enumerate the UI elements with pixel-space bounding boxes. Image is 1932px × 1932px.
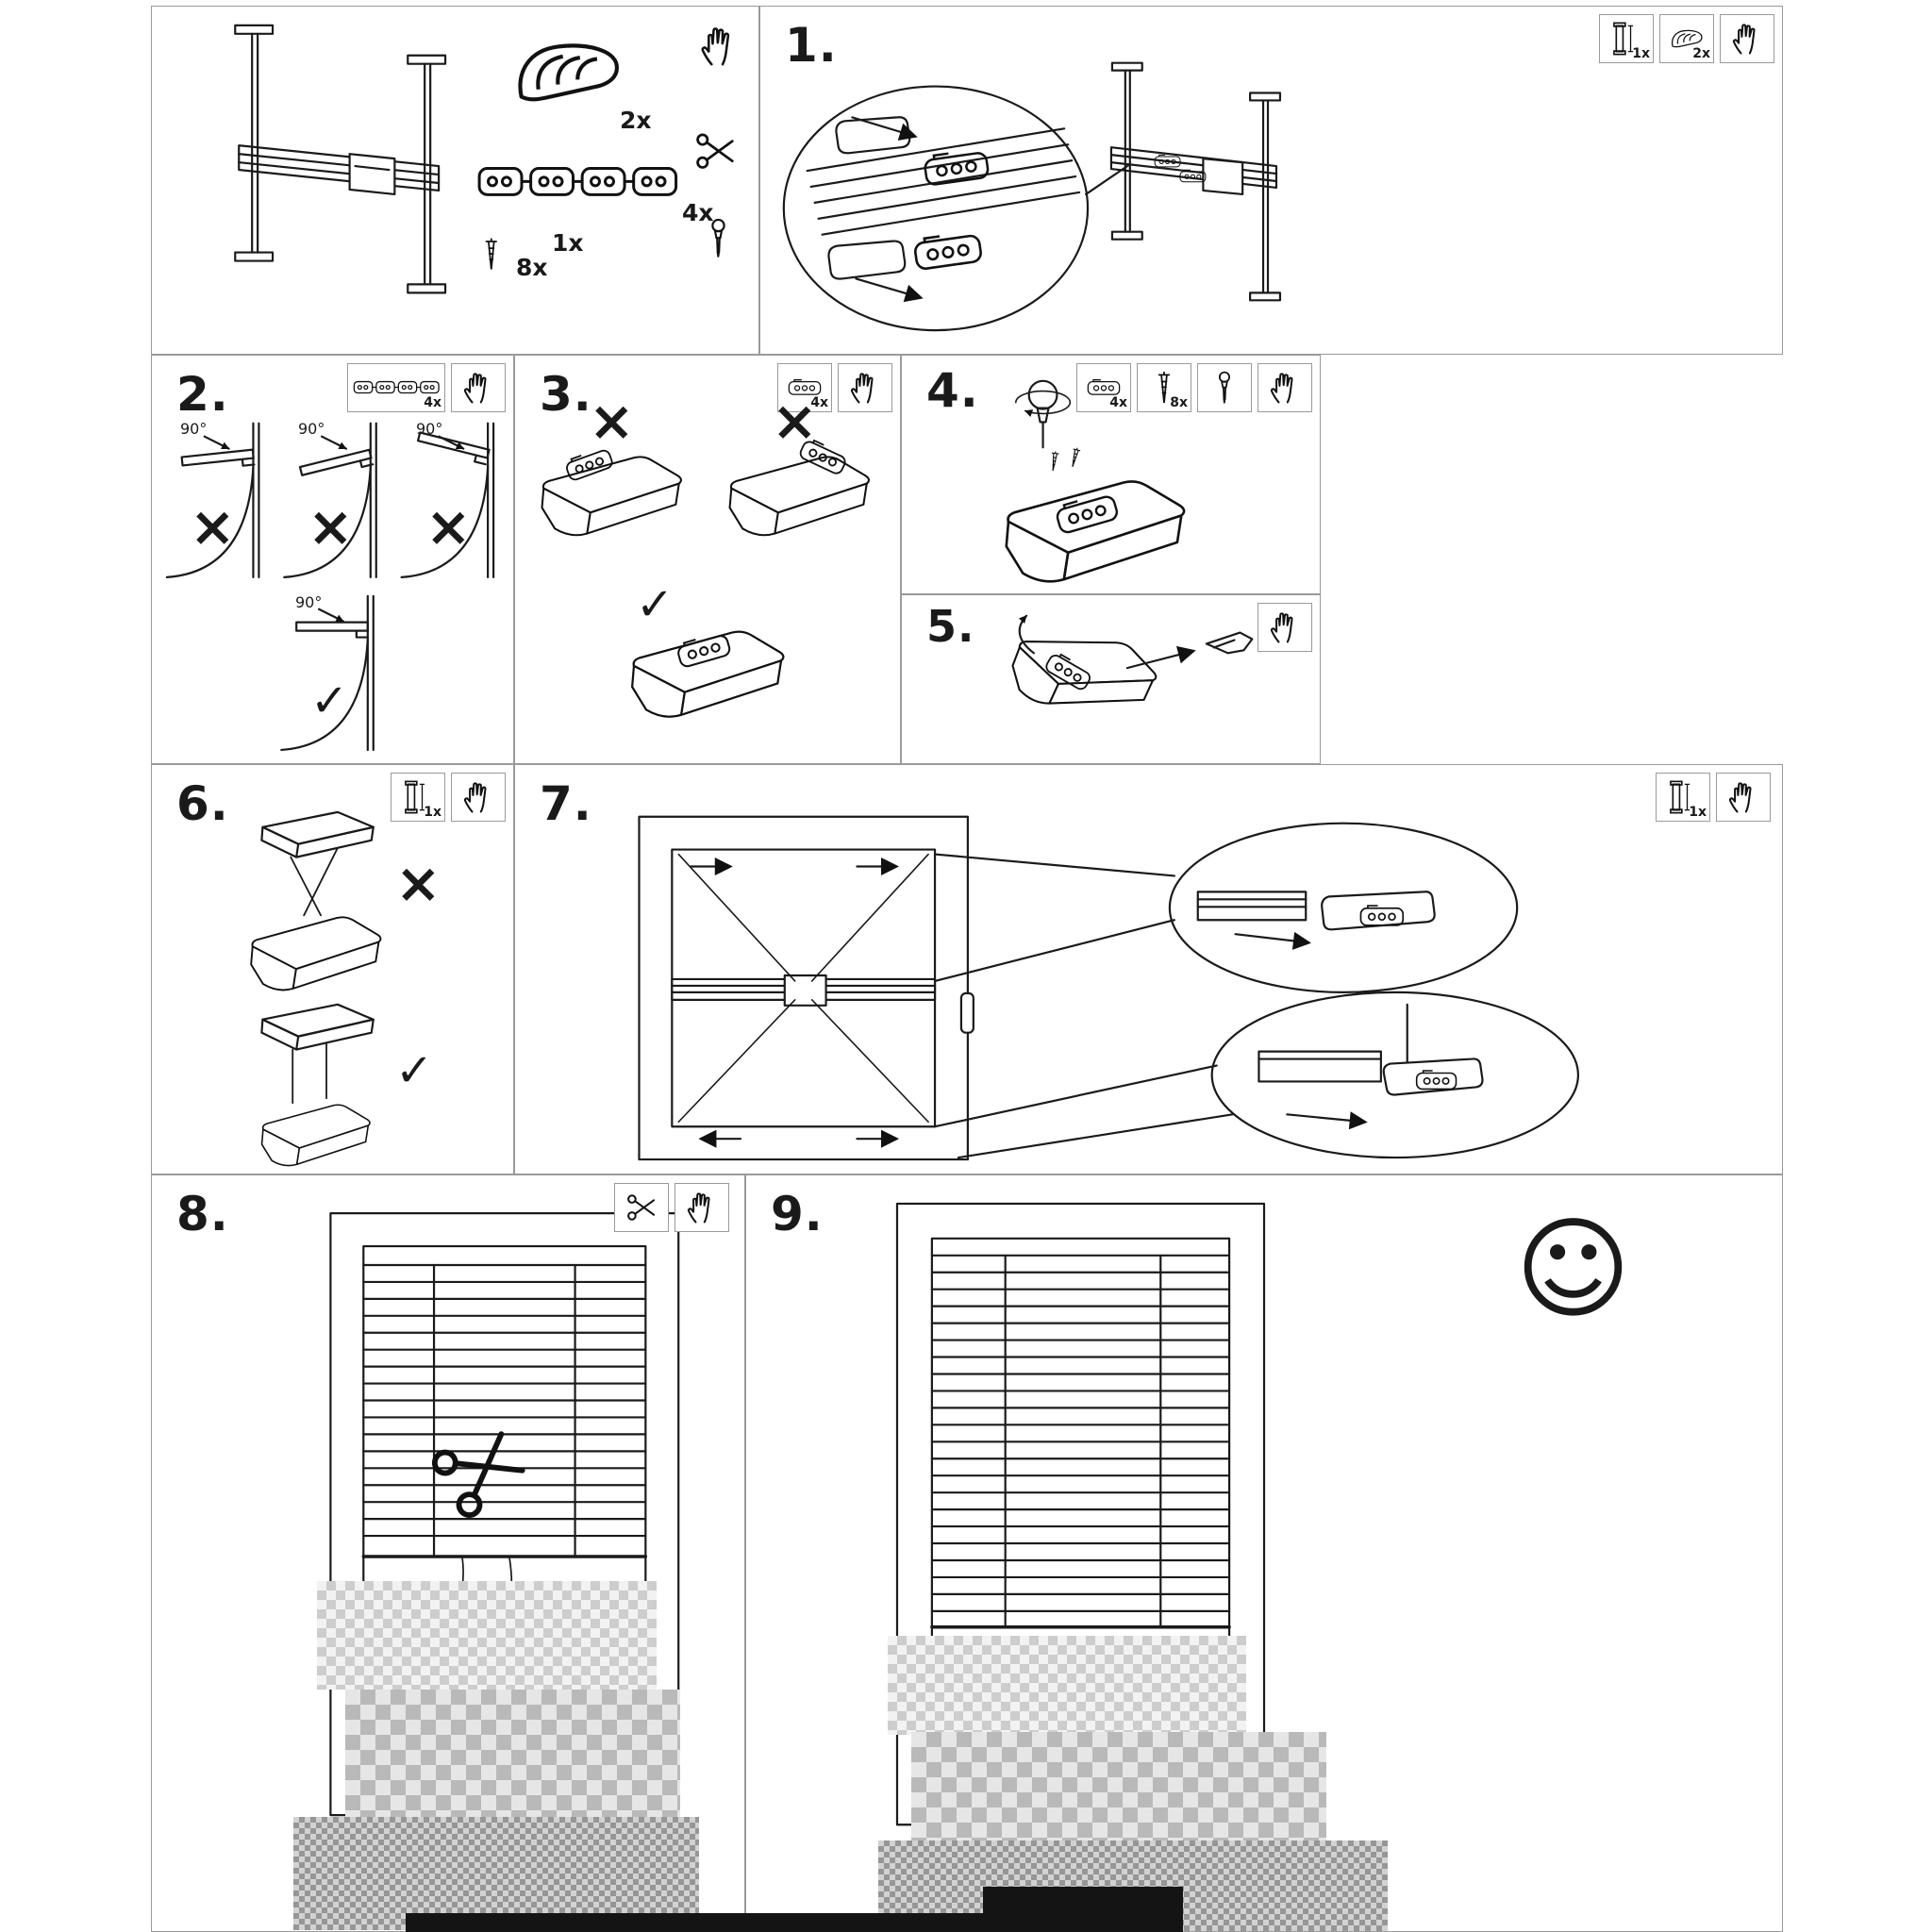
- corruption-artifact: [911, 1732, 1326, 1845]
- hand-icon: [463, 373, 487, 404]
- part-cell: 4x: [347, 363, 445, 412]
- step-6-label: 6.: [176, 776, 229, 831]
- hand-icon: [687, 1192, 710, 1224]
- step-3-toolbox: 4x: [777, 363, 892, 412]
- wrong-mark: ×: [772, 389, 818, 453]
- qty-label: 1x: [552, 229, 584, 257]
- smiley-icon: ☺: [1515, 1204, 1632, 1334]
- step-4-illustration: [1005, 379, 1186, 583]
- step-1-illustration: [782, 61, 1282, 332]
- step-2-toolbox: 4x: [347, 363, 506, 412]
- part-cell: 2x: [1659, 14, 1714, 63]
- wrong-mark: ×: [589, 389, 635, 453]
- panel-step-5: 5.: [901, 594, 1321, 764]
- step-1-toolbox: 1x 2x: [1599, 14, 1774, 63]
- corruption-artifact: [317, 1581, 657, 1690]
- qty-label: 1x: [1632, 46, 1650, 61]
- hand-icon: [1270, 373, 1293, 404]
- correct-mark: ✓: [636, 578, 675, 631]
- qty-label: 4x: [424, 395, 441, 410]
- step-5-toolbox: [1257, 603, 1312, 652]
- corruption-bar: [406, 1913, 1066, 1932]
- qty-label: 4x: [1109, 395, 1127, 410]
- step-4-toolbox: 4x 8x: [1076, 363, 1312, 412]
- qty-label: 2x: [1692, 46, 1710, 61]
- step-8-toolbox: [614, 1183, 729, 1232]
- part-cell: 1x: [391, 773, 445, 822]
- panel-step-2: 2. 4x: [151, 355, 514, 764]
- panel-step-1: 1. 1x 2x: [759, 6, 1783, 355]
- qty-label: 1x: [424, 805, 441, 820]
- wrong-mark: ×: [395, 851, 441, 915]
- angle-label: 90°: [416, 420, 443, 438]
- wrong-mark: ×: [190, 494, 236, 558]
- panel-step-7: 7. 1x: [514, 764, 1783, 1174]
- part-cell: 4x: [1076, 363, 1131, 412]
- step-7-illustration: [638, 815, 1579, 1161]
- hand-icon: [1728, 782, 1752, 813]
- qty-label: 8x: [516, 254, 548, 281]
- step-8-label: 8.: [176, 1187, 229, 1241]
- corruption-bar: [983, 1887, 1183, 1932]
- panel-step-8: 8.: [151, 1174, 745, 1932]
- screwdriver-icon: [1218, 371, 1231, 404]
- step-7-label: 7.: [540, 776, 592, 831]
- qty-label: 4x: [682, 199, 714, 226]
- step-9-label: 9.: [771, 1187, 824, 1241]
- step-3-label: 3.: [540, 367, 592, 422]
- step-7-toolbox: 1x: [1656, 773, 1771, 822]
- step-1-label: 1.: [785, 18, 838, 73]
- wrong-mark: ×: [425, 494, 472, 558]
- angle-label: 90°: [180, 420, 208, 438]
- hand-icon: [1732, 24, 1756, 55]
- tool-cell: [1257, 603, 1312, 652]
- tool-cell: [838, 363, 892, 412]
- panel-parts-overview: 1x 2x 4x 8x: [151, 6, 759, 355]
- scissors-icon: [627, 1194, 656, 1221]
- corruption-artifact: [345, 1690, 680, 1817]
- correct-mark: ✓: [395, 1044, 434, 1097]
- hand-icon: [1270, 612, 1293, 643]
- qty-label: 4x: [810, 395, 828, 410]
- corruption-artifact: [888, 1636, 1246, 1735]
- hand-icon: [463, 782, 487, 813]
- panel-step-9: 9. ☺: [745, 1174, 1783, 1932]
- part-cell: 4x: [777, 363, 832, 412]
- part-cell: 8x: [1137, 363, 1191, 412]
- angle-label: 90°: [298, 420, 325, 438]
- step-2-label: 2.: [176, 367, 229, 422]
- tool-cell: [1257, 363, 1312, 412]
- step-5-illustration: [1004, 614, 1254, 733]
- tool-cell: [1716, 773, 1771, 822]
- qty-label: 2x: [620, 107, 652, 134]
- hand-icon: [850, 373, 874, 404]
- part-cell: 1x: [1656, 773, 1710, 822]
- step-2-illustration: [165, 422, 495, 752]
- tool-cell: [675, 1183, 729, 1232]
- part-cell: 1x: [1599, 14, 1654, 63]
- tool-cell: [614, 1183, 669, 1232]
- step-6-toolbox: 1x: [391, 773, 506, 822]
- panel-step-6: 6. 1x × ✓: [151, 764, 514, 1174]
- tool-cell: [451, 363, 506, 412]
- qty-label: 8x: [1170, 395, 1188, 410]
- tool-cell: [1720, 14, 1774, 63]
- panel-step-4: 4. 4x 8x: [901, 355, 1321, 594]
- parts-overview-illustration: [234, 24, 734, 294]
- step-4-label: 4.: [926, 363, 979, 418]
- panel-step-3: 3. 4x × × ✓: [514, 355, 901, 764]
- correct-mark: ✓: [310, 675, 349, 727]
- step-6-illustration: [250, 810, 382, 1167]
- tool-cell: [1197, 363, 1252, 412]
- angle-label: 90°: [295, 593, 323, 611]
- wrong-mark: ×: [308, 494, 354, 558]
- step-5-label: 5.: [926, 601, 975, 652]
- corruption-artifact: [293, 1817, 699, 1930]
- qty-label: 1x: [1689, 805, 1707, 820]
- tool-cell: [451, 773, 506, 822]
